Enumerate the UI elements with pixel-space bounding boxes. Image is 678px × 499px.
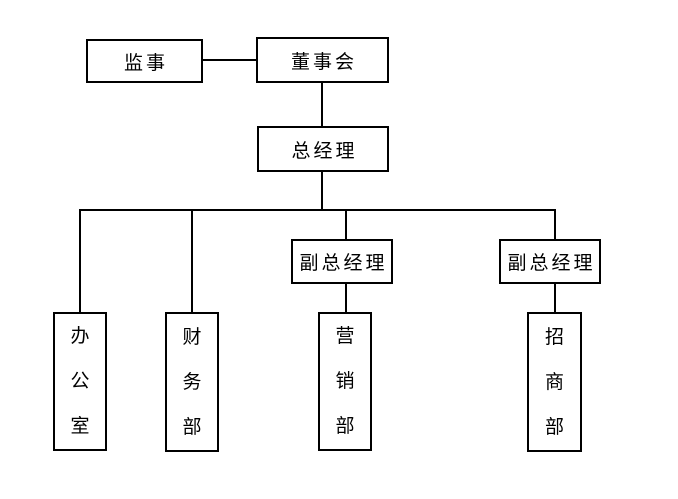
connector-deputy-gm-2-investment bbox=[554, 284, 556, 312]
node-general-manager-label: 总经理 bbox=[291, 140, 358, 162]
node-deputy-gm-2-label: 副总经理 bbox=[507, 253, 596, 274]
node-investment-department: 招商部 bbox=[527, 312, 582, 452]
node-deputy-general-manager-1: 副总经理 bbox=[291, 239, 393, 284]
connector-deputy-gm-1-marketing bbox=[345, 284, 347, 312]
connector-supervisor-board bbox=[203, 59, 256, 61]
connector-board-gm bbox=[321, 83, 323, 126]
node-supervisor: 监事 bbox=[86, 39, 203, 83]
node-finance-label: 财务部 bbox=[182, 326, 202, 438]
node-general-manager: 总经理 bbox=[257, 126, 389, 172]
node-marketing-label: 营销部 bbox=[335, 326, 355, 437]
node-investment-label: 招商部 bbox=[545, 326, 565, 438]
connector-trunk-office bbox=[79, 209, 81, 312]
node-marketing-department: 营销部 bbox=[318, 312, 372, 451]
connector-trunk-deputy-gm-2 bbox=[554, 209, 556, 239]
node-board-of-directors: 董事会 bbox=[256, 37, 389, 83]
node-deputy-gm-1-label: 副总经理 bbox=[299, 253, 388, 274]
node-deputy-general-manager-2: 副总经理 bbox=[499, 239, 601, 284]
connector-trunk-finance bbox=[191, 209, 193, 312]
node-supervisor-label: 监事 bbox=[123, 52, 168, 74]
node-finance-department: 财务部 bbox=[165, 312, 219, 452]
node-office-label: 办公室 bbox=[70, 326, 90, 437]
node-board-label: 董事会 bbox=[290, 51, 357, 73]
connector-trunk-horizontal bbox=[79, 209, 556, 211]
connector-gm-trunk bbox=[321, 172, 323, 210]
node-office: 办公室 bbox=[53, 312, 107, 451]
connector-trunk-deputy-gm-1 bbox=[345, 209, 347, 239]
